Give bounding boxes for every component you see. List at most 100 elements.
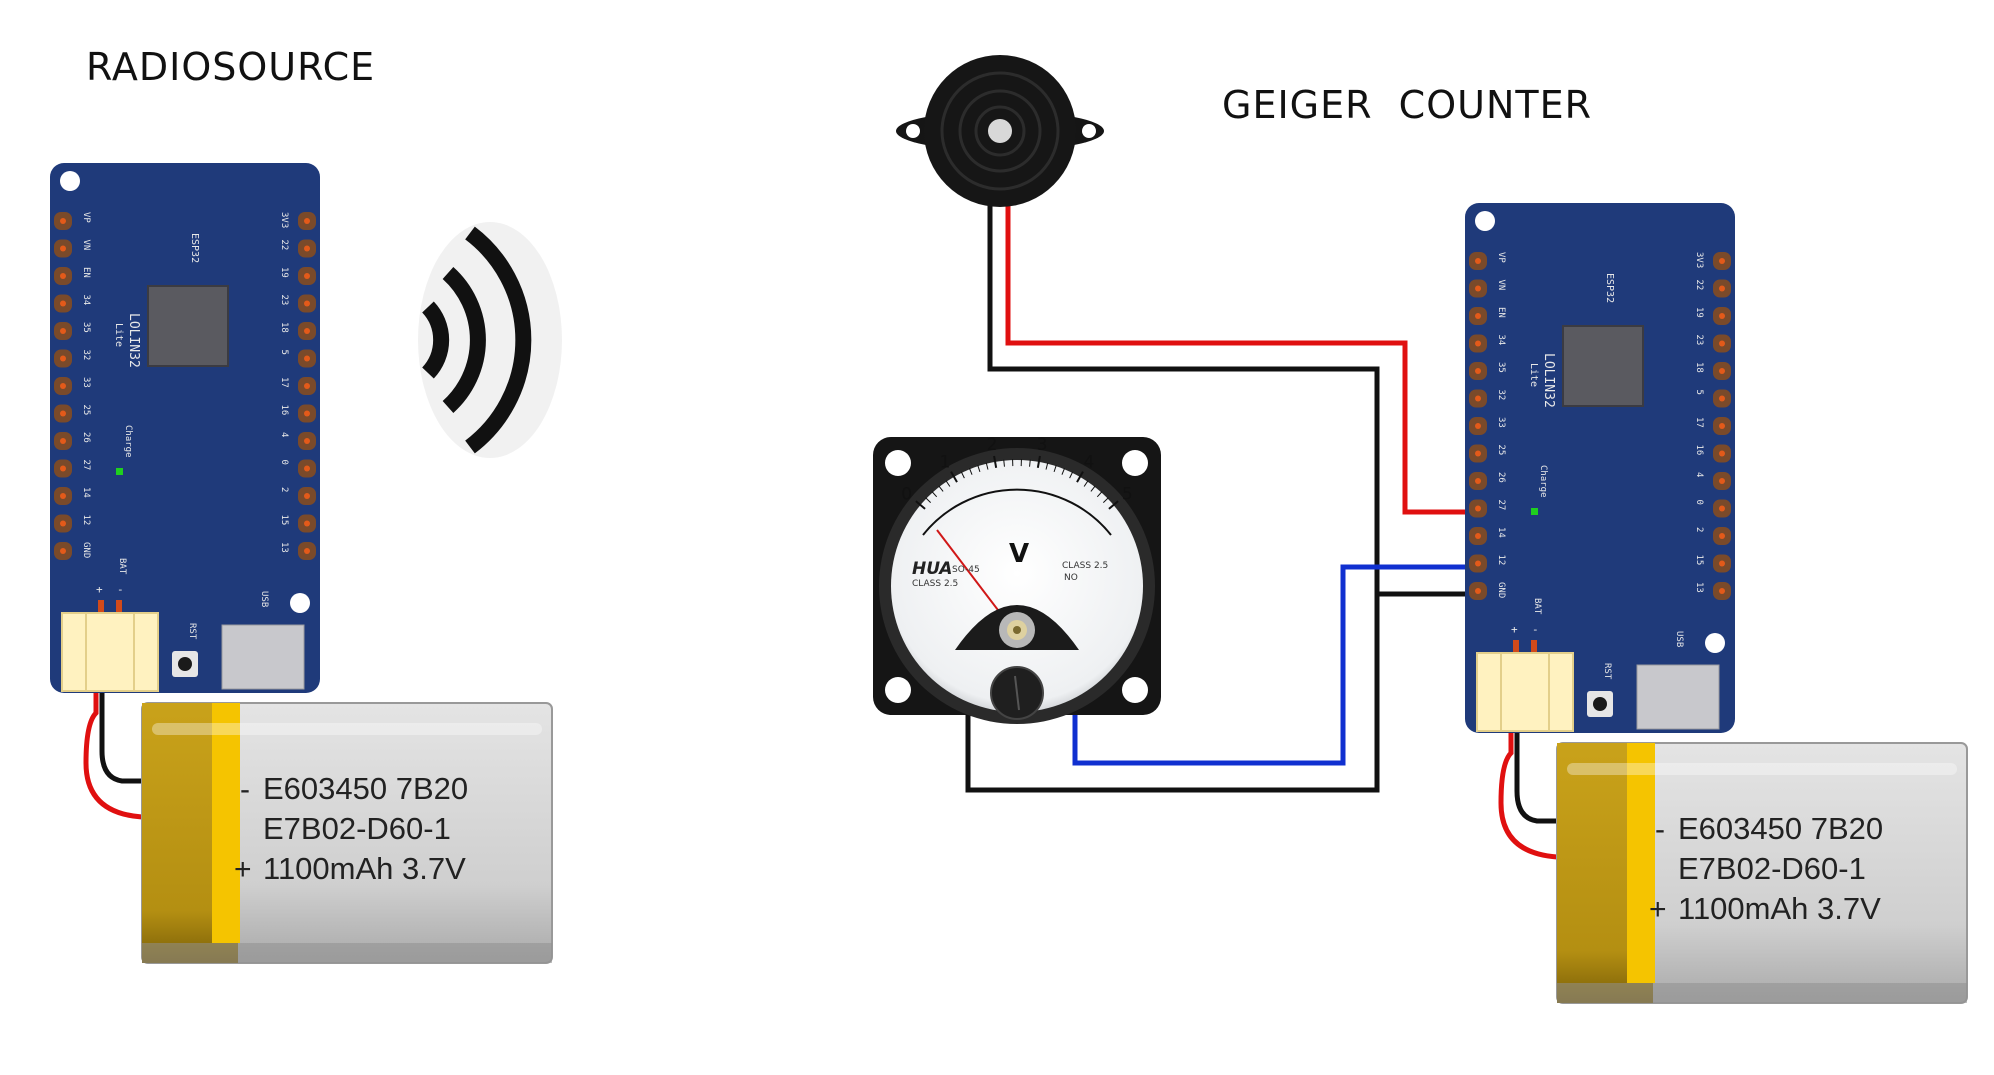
battery-line-1: E603450 7B20 xyxy=(263,771,468,806)
pin-label: 32 xyxy=(81,350,91,361)
scale-label: 4 xyxy=(1084,452,1095,472)
header-pin-hole xyxy=(1719,478,1725,484)
battery-line-2: E7B02-D60-1 xyxy=(1678,851,1866,886)
header-pin-hole xyxy=(1719,285,1725,292)
pin-label: 14 xyxy=(81,487,91,498)
pin-label: 17 xyxy=(1694,417,1704,428)
header-pin-hole xyxy=(304,355,310,362)
pin-label: 17 xyxy=(279,377,289,388)
pin-label: GND xyxy=(81,542,91,558)
pin-label: 18 xyxy=(1694,362,1704,373)
header-pin-hole xyxy=(1475,423,1481,429)
scale-tick xyxy=(1061,468,1066,475)
pin-label: 3V3 xyxy=(279,212,289,228)
scale-tick xyxy=(977,465,981,473)
battery-minus-sign: - xyxy=(1655,813,1665,846)
battery-minus-sign: - xyxy=(240,773,250,806)
board-charge-label: Charge xyxy=(123,425,133,458)
pin-label: 12 xyxy=(1496,555,1506,566)
header-pin-hole xyxy=(304,383,310,389)
pin-label: 16 xyxy=(279,405,289,416)
pin-label: 34 xyxy=(1496,335,1506,346)
scale-tick xyxy=(968,468,973,475)
header-pin-hole xyxy=(60,383,66,389)
pin-label: 34 xyxy=(81,295,91,306)
battery-line-2: E7B02-D60-1 xyxy=(263,811,451,846)
board-variant-label: Lite xyxy=(1528,363,1539,387)
header-pin-hole xyxy=(60,548,66,554)
header-pin-hole xyxy=(1719,450,1725,457)
scale-tick xyxy=(1045,462,1049,470)
pin-label: 27 xyxy=(1496,500,1506,511)
scale-label: 2 xyxy=(987,435,998,455)
pin-label: VP xyxy=(1496,252,1506,263)
board-bat-plus: + xyxy=(1511,623,1518,636)
header-pin-hole xyxy=(1719,423,1725,429)
piezo-buzzer xyxy=(896,55,1104,207)
header-pin-hole xyxy=(60,438,66,444)
pin-label: VP xyxy=(81,212,91,223)
header-pin-hole xyxy=(304,438,310,444)
pin-label: 0 xyxy=(279,460,289,465)
header-pin-hole xyxy=(1475,395,1481,402)
header-pin-hole xyxy=(1475,313,1481,319)
voltmeter-no-label: NO xyxy=(1064,573,1078,583)
scale-tick xyxy=(960,471,965,479)
voltmeter-model: SO-45 xyxy=(952,565,980,575)
header-pin-hole xyxy=(1719,368,1725,374)
pin-label: 32 xyxy=(1496,390,1506,401)
scale-tick xyxy=(1083,480,1089,487)
board-bat-label: BAT xyxy=(117,558,127,575)
pin-label: 2 xyxy=(279,487,289,492)
pin-label: 5 xyxy=(1694,390,1704,395)
scale-tick xyxy=(938,485,944,492)
board-variant-label: Lite xyxy=(113,323,124,347)
scale-label: 1 xyxy=(940,452,951,472)
pin-label: 33 xyxy=(81,377,91,388)
pin-label: 15 xyxy=(279,515,289,526)
header-pin-hole xyxy=(1475,285,1481,292)
board-bat-minus: - xyxy=(117,583,124,596)
battery-line-3: 1100mAh 3.7V xyxy=(263,851,466,886)
pin-label: 4 xyxy=(1694,472,1704,477)
pin-label: 23 xyxy=(1694,335,1704,346)
header-pin-hole xyxy=(304,493,310,499)
voltmeter-class-right: CLASS 2.5 xyxy=(1062,561,1108,571)
pin-label: 12 xyxy=(81,515,91,526)
header-pin-hole xyxy=(60,355,66,362)
header-pin-hole xyxy=(304,410,310,417)
pin-label: 13 xyxy=(1694,582,1704,593)
board-rst-label: RST xyxy=(1602,663,1612,680)
header-pin-hole xyxy=(1475,533,1481,539)
header-pin-hole xyxy=(60,493,66,499)
header-pin-hole xyxy=(1475,478,1481,484)
header-pin-hole xyxy=(304,218,310,224)
scale-tick xyxy=(1003,459,1005,467)
header-pin-hole xyxy=(304,548,310,554)
pin-label: 27 xyxy=(81,460,91,471)
scale-tick xyxy=(1069,471,1074,479)
pin-label: 26 xyxy=(1496,472,1506,483)
header-pin-hole xyxy=(60,410,66,417)
header-pin-hole xyxy=(1475,588,1481,594)
header-pin-hole xyxy=(1475,258,1481,264)
title-radiosource: RADIOSOURCE xyxy=(86,45,375,89)
pin-label: 25 xyxy=(81,405,91,416)
radiosource-battery-lead xyxy=(86,693,142,817)
board-chip-label: ESP32 xyxy=(1604,273,1615,303)
board-usb-label: USB xyxy=(259,591,269,607)
wireless-signal-icon xyxy=(418,222,562,458)
scale-tick xyxy=(950,471,958,483)
pin-label: 25 xyxy=(1496,445,1506,456)
scale-tick xyxy=(1090,485,1096,492)
scale-label: 5 xyxy=(1122,484,1133,504)
header-pin-hole xyxy=(1475,505,1481,512)
scale-tick xyxy=(1096,491,1103,498)
header-pin-hole xyxy=(1719,313,1725,319)
